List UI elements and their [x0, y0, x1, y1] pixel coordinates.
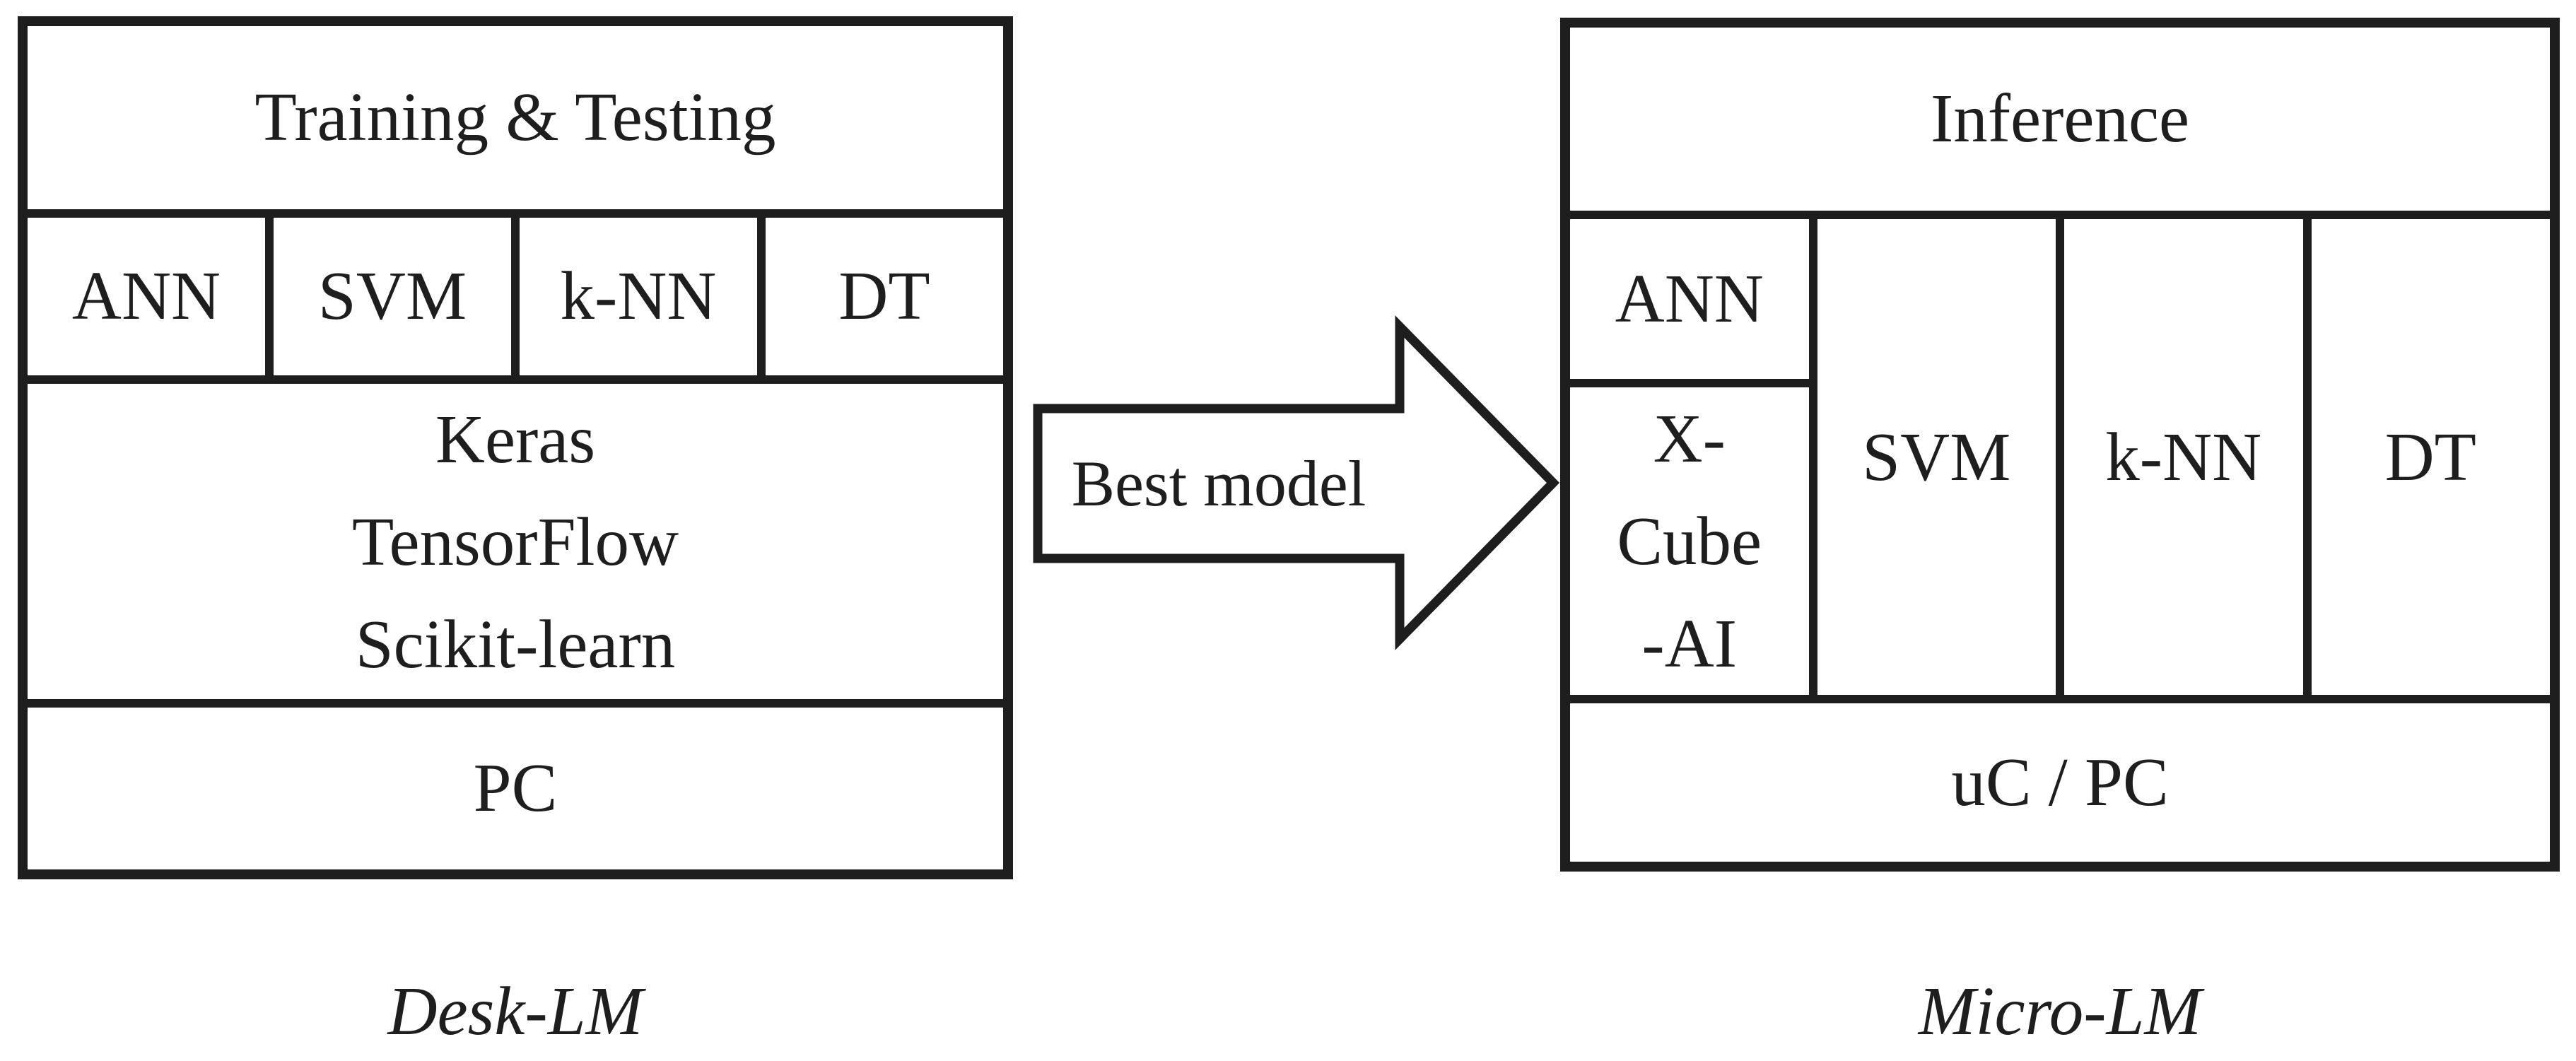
keras-label: Keras [435, 401, 596, 477]
desk-ann-cell: ANN [28, 217, 265, 376]
inference-cell: Inference [1570, 28, 2550, 211]
pc-label: PC [473, 750, 558, 826]
frameworks-lines: Keras TensorFlow Scikit-learn [352, 388, 679, 696]
uc-pc-label: uC / PC [1951, 744, 2169, 820]
micro-ann-label: ANN [1615, 261, 1764, 337]
desk-dt-cell: DT [766, 217, 1003, 376]
best-model-label: Best model [1071, 447, 1366, 520]
micro-lm-models-row: ANN X- Cube -AI SVM k-NN DT [1570, 219, 2550, 696]
xcube-ai-line-1: X- [1653, 401, 1726, 477]
desk-ann-label: ANN [71, 258, 221, 334]
desk-knn-cell: k-NN [520, 217, 757, 376]
micro-dt-label: DT [2384, 418, 2476, 495]
micro-knn-label: k-NN [2105, 418, 2262, 495]
inference-label: Inference [1930, 81, 2190, 157]
ann-xcube-column: ANN X- Cube -AI [1570, 219, 1809, 696]
micro-knn-cell: k-NN [2064, 219, 2303, 696]
right-arrow-shape [1033, 315, 1560, 650]
desk-dt-label: DT [838, 258, 930, 334]
xcube-ai-line-3: -AI [1641, 606, 1738, 682]
micro-lm-box: Inference ANN X- Cube -AI SVM k-NN [1560, 18, 2560, 872]
best-model-arrow [1033, 315, 1560, 650]
training-testing-cell: Training & Testing [28, 26, 1003, 209]
desk-svm-cell: SVM [274, 217, 511, 376]
training-testing-label: Training & Testing [254, 79, 776, 156]
micro-lm-caption: Micro-LM [1918, 973, 2202, 1049]
desk-svm-label: SVM [317, 258, 467, 334]
micro-svm-label: SVM [1862, 418, 2011, 495]
desk-lm-models-row: ANN SVM k-NN DT [28, 217, 1003, 376]
pc-cell: PC [28, 708, 1003, 869]
micro-dt-cell: DT [2311, 219, 2550, 696]
scikit-learn-label: Scikit-learn [355, 606, 676, 682]
micro-svm-cell: SVM [1817, 219, 2056, 696]
frameworks-cell: Keras TensorFlow Scikit-learn [28, 384, 1003, 700]
uc-pc-cell: uC / PC [1570, 703, 2550, 862]
tensorflow-label: TensorFlow [351, 503, 679, 580]
xcube-ai-line-2: Cube [1617, 503, 1762, 580]
xcube-ai-cell: X- Cube -AI [1570, 387, 1809, 696]
desk-lm-caption: Desk-LM [387, 973, 643, 1049]
xcube-ai-lines: X- Cube -AI [1617, 387, 1762, 695]
micro-ann-cell: ANN [1570, 219, 1809, 380]
desk-lm-box: Training & Testing ANN SVM k-NN DT Keras… [18, 16, 1013, 879]
desk-knn-label: k-NN [560, 258, 717, 334]
